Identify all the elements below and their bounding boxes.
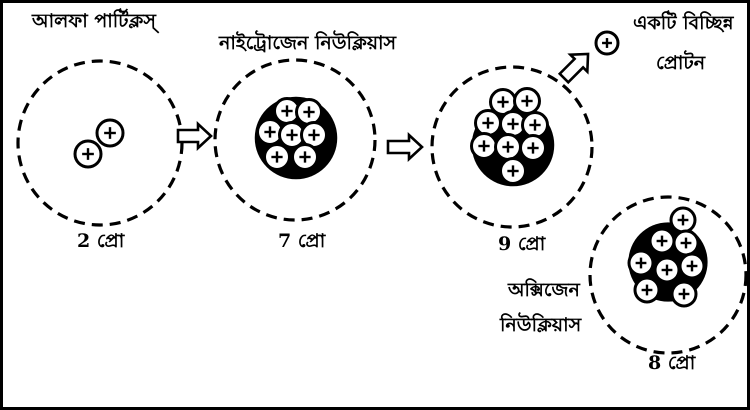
oxygen-nucleus-label-line2: নিউক্লিয়াস (500, 314, 582, 336)
oxygen-nucleus-label-line1: অক্সিজেন (508, 279, 580, 301)
oxygen-nucleus-boundary (588, 195, 748, 355)
nitrogen-proton-count: 7 প্রো (278, 230, 326, 252)
arrow-alpha-to-nitrogen (176, 121, 213, 151)
single-proton-label-line2: প্রোটন (656, 52, 706, 74)
alpha-particles-label: আলফা পার্টিক্লস্ (32, 10, 156, 32)
compound-proton-count: 9 প্রো (498, 233, 546, 255)
compound-nucleus-boundary (430, 65, 594, 229)
oxygen-proton-count: 8 প্রো (648, 352, 696, 374)
arrow-compound-to-proton (557, 52, 590, 85)
arrow-nitrogen-to-compound (386, 132, 424, 162)
nitrogen-nucleus-label: নাইট্রোজেন নিউক্লিয়াস (219, 32, 397, 54)
alpha-proton-count: 2 প্রো (77, 230, 125, 252)
single-proton-label-line1: একটি বিচ্ছিন্ন (633, 12, 734, 34)
nitrogen-nucleus-boundary (213, 58, 377, 222)
